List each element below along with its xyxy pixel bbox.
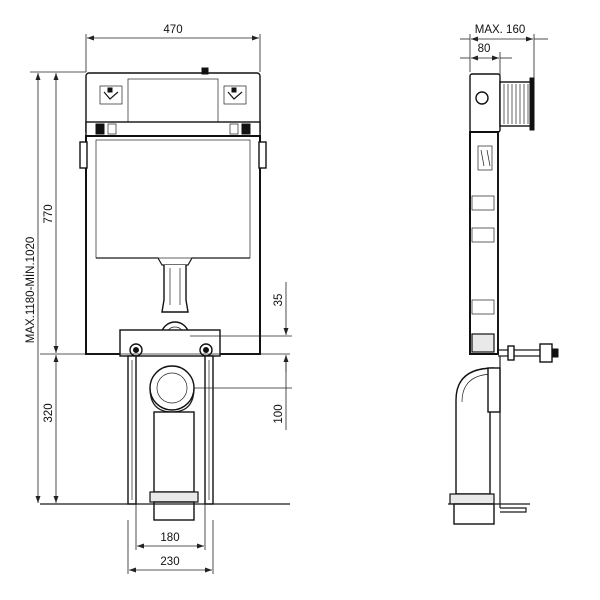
dim-180: 180	[135, 504, 206, 550]
dim-width-470: 470	[85, 24, 261, 72]
side-floor-bracket	[499, 356, 527, 513]
flush-panel-hatching	[503, 84, 529, 124]
dim-320: 320	[43, 355, 59, 503]
side-waste-pipe	[449, 367, 501, 525]
dim-label-80: 80	[478, 43, 491, 55]
front-view: 470 MAX.1180-MİN.1020 770 320 35	[24, 24, 292, 574]
dim-label-470: 470	[163, 24, 182, 36]
dim-label-100: 100	[273, 404, 285, 423]
dim-label-35: 35	[273, 294, 285, 307]
dim-100: 100	[194, 356, 292, 430]
dim-max-160: MAX. 160	[460, 24, 548, 78]
dim-label-230: 230	[160, 556, 179, 568]
dim-label-total-height: MAX.1180-MİN.1020	[24, 237, 37, 344]
clip-symbol-left	[99, 85, 123, 105]
side-top-box	[469, 73, 535, 133]
mounting-plate	[119, 329, 221, 357]
dim-230: 230	[127, 520, 214, 574]
dim-35: 35	[190, 282, 292, 372]
side-view: MAX. 160 80	[448, 24, 559, 525]
dim-label-180: 180	[160, 532, 179, 544]
dim-770: 770	[43, 73, 59, 353]
dim-label-max-160: MAX. 160	[475, 24, 526, 36]
cistern-top-housing	[85, 67, 261, 137]
dim-label-770: 770	[43, 204, 55, 223]
clip-symbol-right	[223, 85, 247, 105]
dim-label-320: 320	[43, 403, 55, 422]
dim-80: 80	[460, 43, 512, 80]
waste-pipe	[149, 365, 199, 521]
dim-total-height: MAX.1180-MİN.1020	[24, 71, 86, 503]
frame-body	[79, 135, 267, 355]
side-valve	[498, 343, 559, 363]
side-body	[469, 131, 499, 355]
